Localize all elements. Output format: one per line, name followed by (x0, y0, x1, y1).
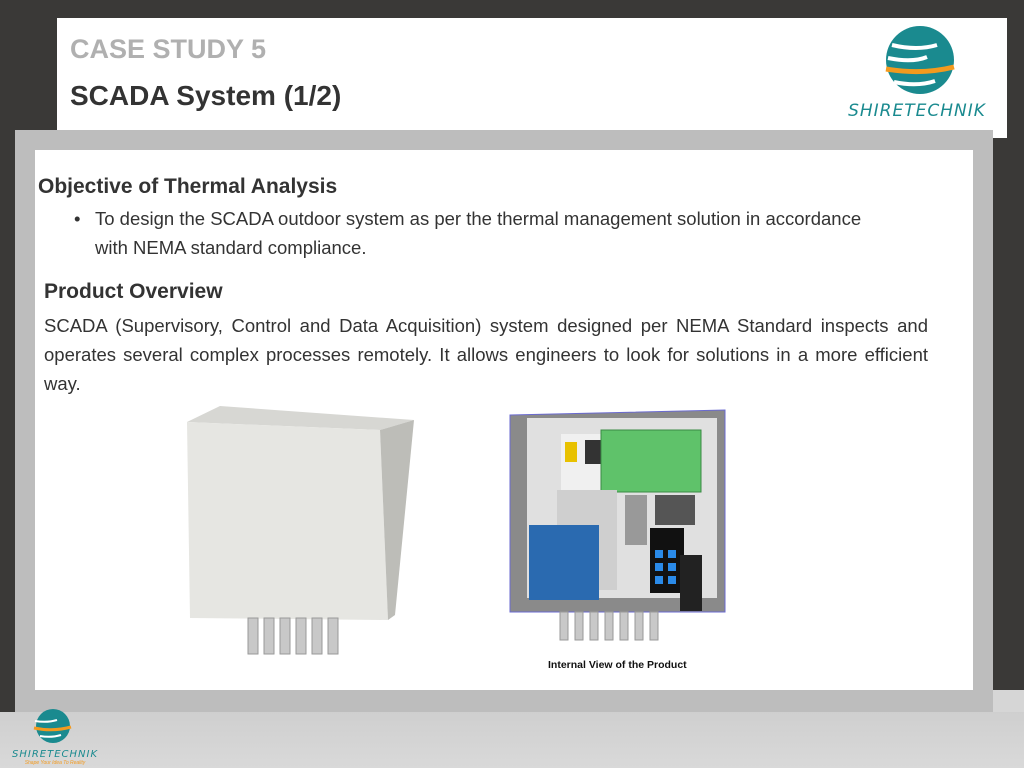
enclosure-internal-view-image (509, 409, 726, 641)
enclosure-exterior-image (187, 406, 414, 655)
objective-bullet-text: To design the SCADA outdoor system as pe… (95, 208, 862, 258)
globe-logo-icon (885, 26, 955, 94)
footer-logo: SHIRETECHNIK Shape Your Idea To Reality (5, 708, 105, 766)
logo-tagline: Shape Your Idea To Reality (24, 760, 86, 766)
logo-text: SHIRETECHNIK (848, 101, 986, 121)
slide-header: CASE STUDY 5 SCADA System (1/2) SHIRETEC… (57, 18, 1007, 138)
slide-title: SCADA System (1/2) (70, 80, 342, 111)
figure-caption: Internal View of the Product (548, 659, 687, 671)
objective-heading: Objective of Thermal Analysis (38, 175, 338, 198)
footer-gradient (0, 712, 1024, 768)
logo-text: SHIRETECHNIK (12, 749, 98, 760)
overview-text: SCADA (Supervisory, Control and Data Acq… (44, 315, 928, 394)
overview-heading: Product Overview (44, 280, 223, 303)
header-logo: SHIRETECHNIK (832, 23, 1002, 121)
globe-logo-icon (33, 709, 72, 743)
objective-bullet: • To design the SCADA outdoor system as … (74, 204, 894, 262)
case-study-label: CASE STUDY 5 (70, 34, 267, 64)
